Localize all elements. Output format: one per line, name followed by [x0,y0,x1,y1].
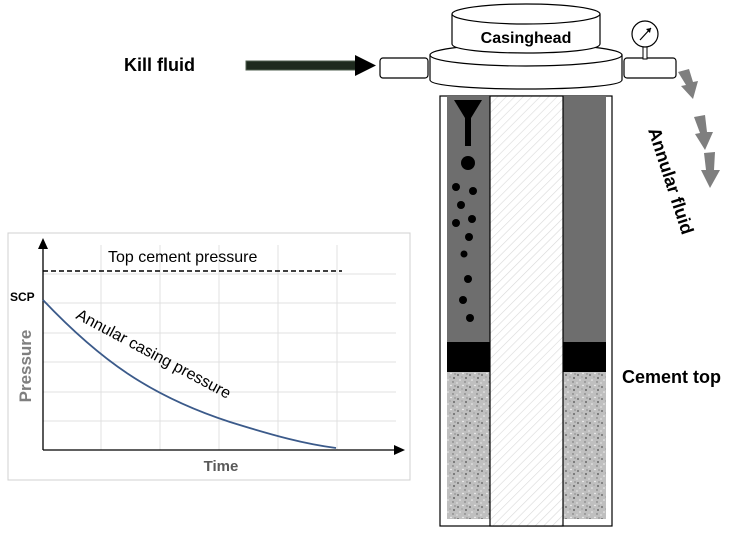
annular-casing-pressure-curve [42,299,337,449]
x-axis-label: Time [204,458,239,475]
kill-inlet-pipe [379,57,429,79]
inner-tubing [489,95,564,527]
arrow-down-icon [694,115,713,150]
cement-top-band-left [447,342,490,372]
cement-right [563,372,606,519]
chart-grid [43,245,396,450]
cement-top-band-right [563,342,606,372]
arrow-down-icon [678,69,698,99]
cap-top [451,3,601,25]
pressure-chart: Top cement pressure Annular casing press… [7,232,411,481]
casinghead-assembly: Casinghead [379,3,677,90]
funnel-icon [454,100,482,146]
arrow-down-icon [701,152,720,188]
gauge-stem [642,45,648,60]
y-axis-arrow-icon [38,238,48,249]
pressure-gauge-icon [631,20,659,48]
kill-fluid-label: Kill fluid [124,55,195,75]
cap-body [451,14,601,54]
scp-tick-label: SCP [10,290,35,304]
annular-fluid-arrows [678,69,720,188]
x-axis-arrow-icon [394,445,405,455]
chart-frame [7,232,411,481]
annular-fluid-label: Annular fluid [644,125,697,237]
top-cement-pressure-label: Top cement pressure [108,249,258,266]
wellbore [439,95,613,527]
right-annulus-fluid [563,96,606,342]
y-axis-label: Pressure [16,330,35,403]
cement-left [447,372,490,519]
cement-top-label: Cement top [622,367,721,387]
arrow-right-icon [355,55,376,76]
gas-bubbles [452,156,477,322]
annular-outlet-pipe [623,57,677,79]
casinghead-label: Casinghead [481,30,572,47]
kill-fluid-arrow [245,55,376,76]
